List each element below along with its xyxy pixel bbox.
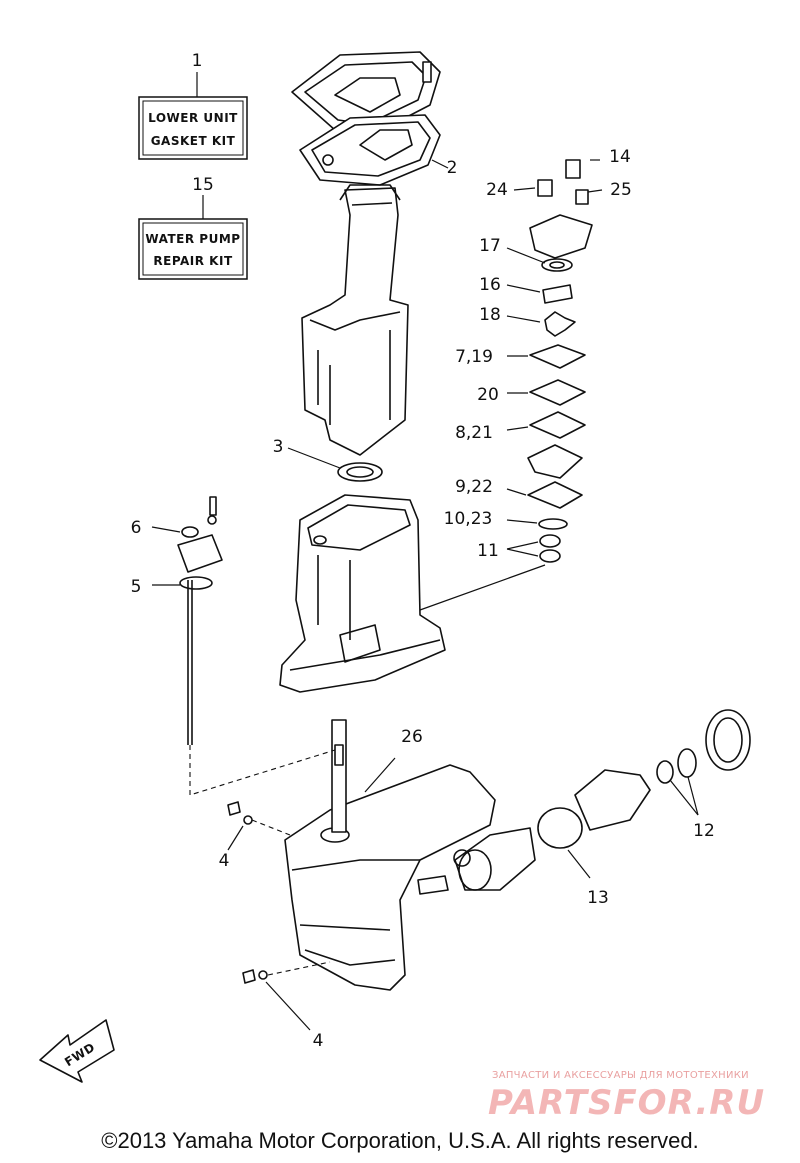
gasket-kit-line1: LOWER UNIT <box>148 111 238 125</box>
gasket-kit-box: 1 LOWER UNIT GASKET KIT <box>138 51 248 160</box>
pump-kit-number: 15 <box>192 175 214 195</box>
callout-26: 26 <box>401 727 423 747</box>
callout-13: 13 <box>587 888 609 908</box>
callout-2: 2 <box>447 158 458 178</box>
watermark-tagline: ЗАПЧАСТИ И АКСЕССУАРЫ ДЛЯ МОТОТЕХНИКИ <box>492 1070 749 1081</box>
callout-18: 18 <box>479 305 501 325</box>
seal-3 <box>287 447 383 482</box>
callout-25: 25 <box>610 180 632 200</box>
callout-4a: 4 <box>219 851 230 871</box>
watermark-logo: PARTSFOR.RU <box>488 1083 766 1123</box>
callout-11: 11 <box>477 541 499 561</box>
gasket-plate <box>299 114 449 186</box>
callout-12: 12 <box>693 821 715 841</box>
callout-16: 16 <box>479 275 501 295</box>
callout-20: 20 <box>477 385 499 405</box>
exhaust-housing <box>279 494 446 693</box>
shift-rod <box>151 496 336 796</box>
upper-cover-plate <box>291 51 441 136</box>
fwd-arrow: FWD <box>39 1019 115 1083</box>
callout-7-19: 7,19 <box>455 347 493 367</box>
gasket-kit-line2: GASKET KIT <box>151 134 236 148</box>
callout-6: 6 <box>131 518 142 538</box>
callout-5: 5 <box>131 577 142 597</box>
copyright-notice: ©2013 Yamaha Motor Corporation, U.S.A. A… <box>101 1128 699 1153</box>
gear-case <box>284 719 496 991</box>
callout-9-22: 9,22 <box>455 477 493 497</box>
pump-kit-line2: REPAIR KIT <box>153 254 233 268</box>
callout-14: 14 <box>609 147 631 167</box>
gasket-kit-number: 1 <box>192 51 203 71</box>
callout-24: 24 <box>486 180 508 200</box>
callout-17: 17 <box>479 236 501 256</box>
pump-kit-box: 15 WATER PUMP REPAIR KIT <box>138 175 248 280</box>
drive-shaft-housing <box>301 184 409 456</box>
bolts-4 <box>227 801 331 1031</box>
propeller-shaft-assembly <box>364 709 751 891</box>
pump-kit-line1: WATER PUMP <box>145 232 240 246</box>
callout-10-23: 10,23 <box>444 509 493 529</box>
water-pump-stack <box>419 159 603 611</box>
callout-8-21: 8,21 <box>455 423 493 443</box>
callout-3: 3 <box>273 437 284 457</box>
callout-4b: 4 <box>313 1031 324 1051</box>
